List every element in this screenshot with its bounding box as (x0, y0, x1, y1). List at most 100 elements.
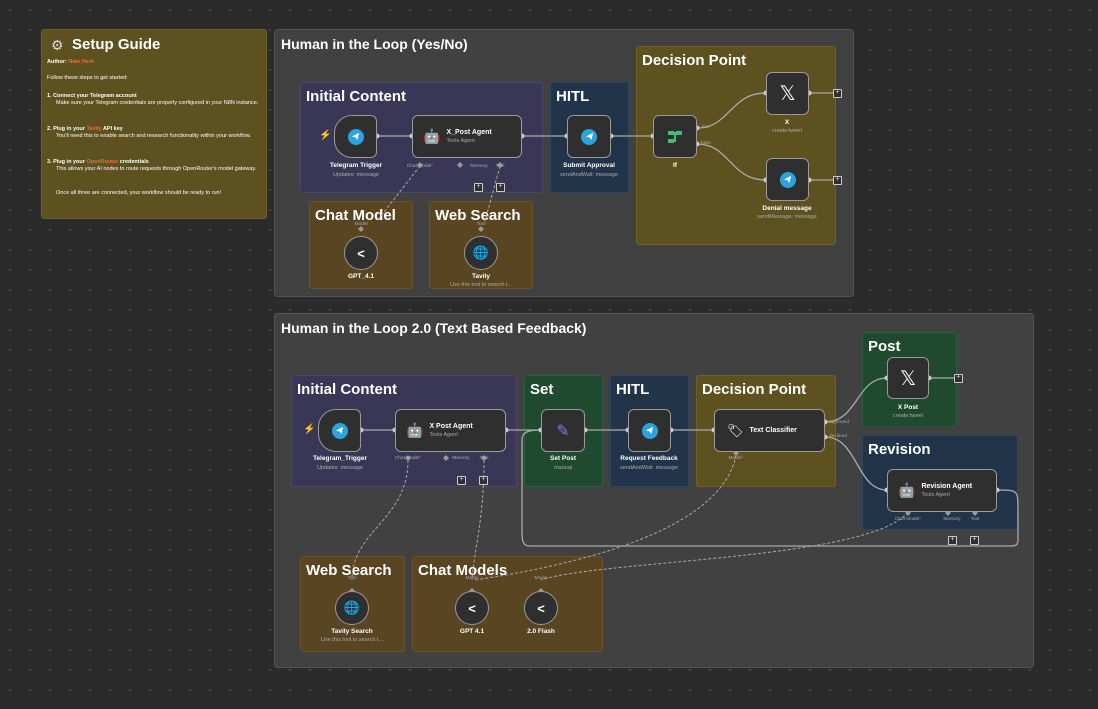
node-label: Denial message (762, 205, 812, 212)
port-model: Model (354, 222, 368, 227)
node-label: X_Post Agent (446, 129, 492, 136)
telegram-icon (331, 422, 348, 439)
node-revision-agent[interactable]: 🤖 Revision Agent Tools Agent (887, 469, 997, 512)
node-gpt-4-1-model-2[interactable]: < (455, 591, 489, 625)
node-request-feedback[interactable] (628, 409, 671, 452)
step2-title: 2. Plug in your Tavily API key (47, 126, 123, 132)
node-x-post-agent-2[interactable]: 🤖 X Post Agent Tools Agent (395, 409, 506, 452)
globe-icon: 🌐 (343, 600, 361, 615)
outro-text: Once all three are connected, your workf… (56, 190, 222, 196)
node-subtitle: Tools Agent (446, 138, 475, 144)
add-tool-button[interactable]: + (970, 536, 979, 545)
node-label: GPT 4.1 (459, 628, 485, 635)
node-if[interactable] (653, 115, 697, 158)
add-memory-button[interactable]: + (474, 183, 483, 192)
port-declined: declined (829, 434, 847, 439)
pencil-icon: ✎ (556, 422, 570, 440)
port-model: Model* (728, 456, 744, 461)
sticky-chat-models-2[interactable]: Chat Models (412, 556, 603, 652)
add-tool-button[interactable]: + (479, 476, 488, 485)
node-label: X (784, 119, 790, 126)
setup-guide-note[interactable]: ⚙ Setup Guide Author: Nate Herk Follow t… (41, 29, 267, 219)
telegram-icon (347, 128, 364, 145)
group2-title: Human in the Loop 2.0 (Text Based Feedba… (281, 320, 587, 336)
sticky-title: Initial Content (306, 88, 406, 105)
step1-text: Make sure your Telegram credentials are … (56, 100, 259, 106)
node-x-post-agent-1[interactable]: 🤖 X_Post Agent Tools Agent (412, 115, 522, 158)
sticky-title: Set (530, 381, 554, 398)
step3-text: This allows your AI nodes to route reque… (56, 166, 257, 172)
sticky-title: Decision Point (642, 52, 747, 69)
add-memory-button[interactable]: + (457, 476, 466, 485)
node-subtitle: Use this tool to search t... (449, 282, 513, 288)
port-model: Model (465, 576, 479, 581)
node-text-classifier[interactable]: 🏷 Text Classifier (714, 409, 825, 452)
node-label: If (673, 162, 677, 169)
node-2-0-flash-model[interactable]: < (524, 591, 558, 625)
node-gpt-4-1-model[interactable]: < (344, 236, 378, 270)
node-tavily-search[interactable]: 🌐 (335, 591, 369, 625)
node-label: Tavily (472, 273, 490, 280)
intro-text: Follow these steps to get started: (47, 75, 128, 81)
node-set-post[interactable]: ✎ (541, 409, 585, 452)
node-label: Revision Agent (921, 483, 973, 490)
node-label: GPT_4.1 (347, 273, 374, 280)
node-x-1[interactable]: 𝕏 (766, 72, 809, 115)
add-after-x-button[interactable]: + (833, 89, 842, 98)
group1-title: Human in the Loop (Yes/No) (281, 36, 468, 52)
node-label: Telegram Trigger (329, 162, 383, 169)
node-subtitle: Updates: message (317, 465, 363, 471)
globe-icon: 🌐 (472, 245, 490, 260)
openrouter-icon: < (537, 600, 545, 616)
setup-guide-title: Setup Guide (72, 36, 161, 53)
node-submit-approval[interactable] (567, 115, 611, 158)
port-tool: Tool (479, 456, 489, 461)
port-chat-model: Chat Model* (394, 456, 422, 461)
node-telegram-trigger-2[interactable] (318, 409, 361, 452)
node-label: Set Post (549, 455, 576, 462)
node-label: X Post Agent (429, 423, 473, 430)
port-memory: Memory (943, 517, 961, 522)
lightning-icon: ⚡ (319, 130, 332, 141)
node-tavily-1[interactable]: 🌐 (464, 236, 498, 270)
port-tool: Tool (495, 164, 505, 169)
node-subtitle: manual (553, 465, 573, 471)
node-label: Text Classifier (749, 427, 797, 434)
if-branch-icon (668, 130, 682, 143)
author-line: Author: Nate Herk (47, 59, 95, 65)
x-logo-icon: 𝕏 (779, 83, 796, 105)
node-label: X Post (897, 404, 919, 411)
node-label: 2.0 Flash (527, 628, 555, 635)
openrouter-icon: < (357, 245, 365, 261)
node-subtitle: sendAndWait: message (620, 465, 678, 471)
add-after-denial-button[interactable]: + (833, 176, 842, 185)
port-false: false (700, 141, 712, 146)
port-chat-model: Chat Model* (894, 517, 922, 522)
port-memory: Memory (452, 456, 470, 461)
add-memory-button[interactable]: + (948, 536, 957, 545)
node-subtitle: Use this tool to search t... (320, 637, 384, 643)
sticky-title: HITL (616, 381, 650, 398)
node-subtitle: Tools Agent (429, 432, 458, 438)
sticky-title: Chat Model (315, 207, 396, 224)
sticky-title: Post (868, 338, 901, 355)
telegram-icon (779, 171, 796, 188)
x-logo-icon: 𝕏 (899, 367, 917, 390)
sticky-title: HITL (556, 88, 590, 105)
node-telegram-trigger-1[interactable] (334, 115, 377, 158)
node-x-post[interactable]: 𝕏 (887, 357, 929, 399)
tag-icon: 🏷 (727, 422, 744, 438)
step2-text: You'll need this to enable search and re… (56, 133, 251, 139)
add-after-xpost-button[interactable]: + (954, 374, 963, 383)
node-label: Request Feedback (620, 455, 678, 462)
node-subtitle: Tools Agent (921, 492, 950, 498)
telegram-icon (641, 422, 658, 439)
port-chat-model: Chat Model* (406, 164, 434, 169)
add-tool-button[interactable]: + (496, 183, 505, 192)
port-tool: Tool (970, 517, 980, 522)
node-label: Telegram_Trigger (312, 455, 368, 462)
step3-title: 3. Plug in your OpenRouter credentials (47, 159, 149, 165)
node-denial-message[interactable] (766, 158, 809, 201)
robot-icon: 🤖 (898, 482, 916, 498)
node-subtitle: sendMessage: message (757, 214, 817, 220)
